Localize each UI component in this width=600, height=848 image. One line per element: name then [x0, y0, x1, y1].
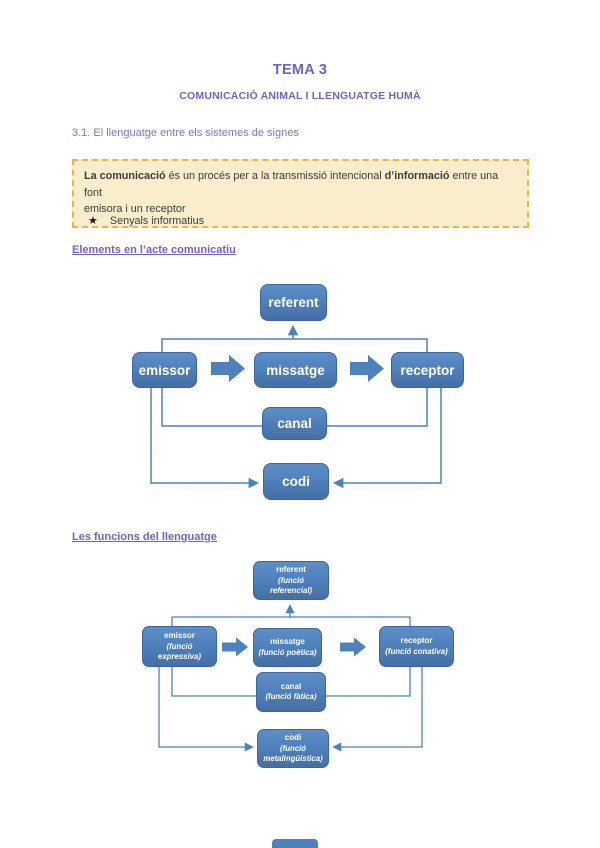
- d2-box-codi-function: (funció metalingüística): [263, 743, 323, 763]
- definition-text-1: és un procés per a la transmissió intenc…: [165, 170, 385, 182]
- next-page-box-preview: [272, 839, 318, 848]
- section-heading: 3.1. El llenguatge entre els sistemes de…: [72, 127, 299, 139]
- d1-box-canal: canal: [262, 407, 327, 440]
- star-bullet-icon: ★: [88, 215, 98, 227]
- d2-box-emissor: emissor (funció expressiva): [142, 626, 217, 667]
- d2-box-referent-label: referent: [276, 565, 306, 575]
- d1-box-codi: codi: [263, 463, 329, 500]
- d2-box-missatge-function: (funció poètica): [258, 647, 317, 657]
- d1-codi-connector-left: [150, 388, 260, 489]
- d2-box-missatge-label: missatge: [270, 637, 305, 647]
- d1-box-canal-label: canal: [277, 416, 312, 431]
- bullet-label: Senyals informatius: [109, 215, 205, 227]
- d2-codi-connector-left: [158, 667, 254, 752]
- bullet-item: ★ Senyals informatius: [88, 214, 204, 227]
- d2-box-receptor-function: (funció conativa): [385, 646, 448, 656]
- d2-codi-connector-right: [332, 667, 423, 752]
- definition-box: La comunicació és un procés per a la tra…: [72, 159, 529, 229]
- d2-box-canal-label: canal: [280, 681, 302, 691]
- d2-block-arrow-left: [222, 637, 248, 657]
- d1-box-receptor: receptor: [391, 352, 464, 388]
- d1-box-missatge: missatge: [254, 352, 337, 388]
- d2-box-emissor-function: (funció expressiva): [158, 641, 201, 661]
- d1-box-missatge-label: missatge: [266, 362, 325, 378]
- d1-box-emissor-label: emissor: [138, 362, 191, 378]
- d2-top-connector: [171, 616, 411, 626]
- d1-block-arrow-right: [350, 355, 384, 382]
- d2-box-referent-function: (funció referencial): [269, 575, 313, 595]
- heading-functions: Les funcions del llenguatge: [72, 531, 217, 543]
- page-subtitle: COMUNICACIÓ ANIMAL I LLENGUATGE HUMÀ: [179, 90, 421, 102]
- heading-elements: Elements en l’acte comunicatiu: [72, 244, 236, 256]
- d1-codi-connector-right: [332, 388, 442, 489]
- d2-box-canal: canal (funció fàtica): [256, 672, 326, 712]
- d2-box-canal-function: (funció fàtica): [265, 692, 317, 702]
- d1-box-codi-label: codi: [282, 474, 310, 489]
- definition-text-3: emisora i un receptor: [84, 203, 186, 216]
- definition-term-2: d’informació: [384, 170, 450, 182]
- d2-box-receptor: receptor (funció conativa): [379, 626, 454, 667]
- definition-term-1: La comunicació: [84, 170, 166, 182]
- d1-block-arrow-left: [211, 355, 245, 382]
- d2-box-codi: codi (funció metalingüística): [257, 729, 329, 768]
- d1-box-receptor-label: receptor: [400, 362, 455, 378]
- d2-block-arrow-right: [340, 637, 366, 657]
- d2-box-emissor-label: emissor: [164, 631, 195, 641]
- d2-box-missatge: missatge (funció poètica): [253, 628, 322, 667]
- page-title: TEMA 3: [272, 62, 328, 78]
- d1-box-emissor: emissor: [132, 352, 197, 388]
- d2-box-codi-label: codi: [284, 733, 302, 743]
- d1-box-referent: referent: [260, 284, 327, 321]
- d2-box-receptor-label: receptor: [400, 636, 433, 646]
- d1-top-connector: [161, 338, 428, 353]
- d2-box-referent: referent (funció referencial): [253, 561, 329, 600]
- d1-box-referent-label: referent: [268, 295, 319, 310]
- definition-text-2: entre una font: [84, 170, 499, 199]
